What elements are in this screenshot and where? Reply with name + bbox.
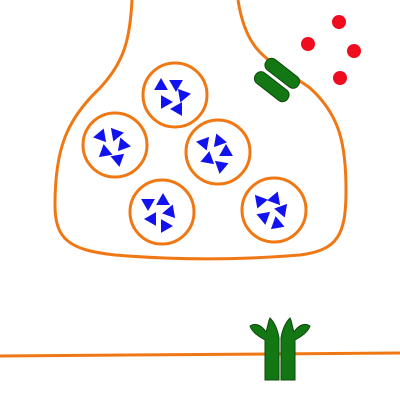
neurotransmitter-icon <box>177 88 191 103</box>
ion-dot <box>347 44 361 58</box>
neurotransmitter-icon <box>267 191 281 206</box>
vesicle-membrane <box>141 61 209 129</box>
vesicle-membrane <box>81 111 149 179</box>
presynaptic-terminal-membrane <box>53 0 348 261</box>
neurotransmitter-icon <box>110 127 124 142</box>
neurotransmitter-icon <box>161 95 173 109</box>
neurotransmitter-icon <box>117 137 131 152</box>
synaptic-vesicle <box>240 176 308 244</box>
neurotransmitter-icon <box>110 153 125 167</box>
receptor-icon <box>249 317 311 381</box>
synaptic-vesicle <box>184 118 252 186</box>
neurotransmitter-icon <box>214 160 229 174</box>
neurotransmitter-icon <box>256 211 271 225</box>
ion-group <box>301 15 361 85</box>
neurotransmitter-icon <box>274 203 288 218</box>
synaptic-vesicle <box>141 61 209 129</box>
vesicle-membrane <box>128 178 196 246</box>
neurotransmitter-icon <box>154 78 168 90</box>
receptor-right-subunit <box>280 317 311 381</box>
postsynaptic-membrane <box>0 351 400 358</box>
neurotransmitter-icon <box>200 151 215 165</box>
ion-dot <box>333 71 347 85</box>
receptor-left-subunit <box>249 317 280 381</box>
neurotransmitter-icon <box>156 193 170 205</box>
vesicle-group <box>81 61 308 246</box>
neurotransmitter-icon <box>98 144 113 158</box>
neurotransmitter-icon <box>196 136 210 151</box>
neurotransmitter-icon <box>213 133 227 148</box>
neurotransmitter-icon <box>162 204 176 219</box>
vesicle-membrane <box>184 118 252 186</box>
neurotransmitter-icon <box>219 144 233 156</box>
neurotransmitter-icon <box>141 199 155 211</box>
ion-channel-right-subunit <box>264 57 301 89</box>
neurotransmitter-icon <box>161 219 173 233</box>
ion-dot <box>332 15 346 29</box>
ion-dot <box>301 37 315 51</box>
neurotransmitter-icon <box>254 194 268 209</box>
neurotransmitter-icon <box>93 128 107 143</box>
neurotransmitter-icon <box>170 102 182 116</box>
ion-channel-icon <box>253 57 301 103</box>
synaptic-vesicle <box>81 111 149 179</box>
neurotransmitter-icon <box>169 80 183 92</box>
vesicle-membrane <box>240 176 308 244</box>
neurotransmitter-icon <box>144 212 156 226</box>
neurotransmitter-icon <box>270 216 285 230</box>
synaptic-vesicle <box>128 178 196 246</box>
ion-channel-left-subunit <box>253 71 290 103</box>
